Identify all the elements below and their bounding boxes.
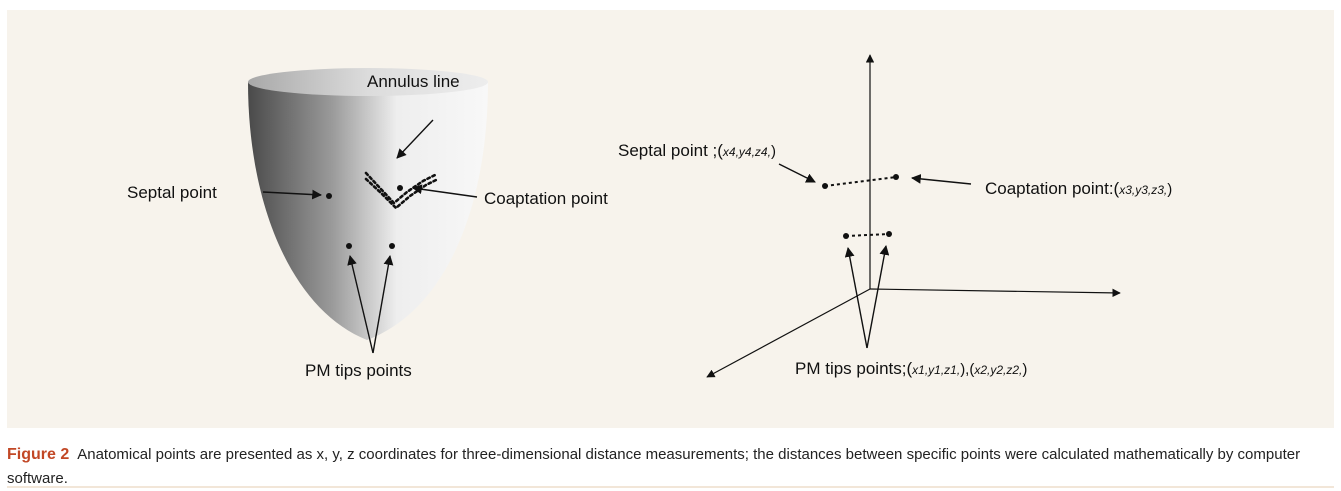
coaptation-point-3d bbox=[893, 174, 899, 180]
pm-tip-point-3d-2 bbox=[886, 231, 892, 237]
coaptation-label: Coaptation point bbox=[484, 189, 608, 208]
annulus-arrow bbox=[396, 119, 434, 159]
annulus-label: Annulus line bbox=[367, 72, 460, 91]
coaptation-arrow-3d bbox=[911, 174, 972, 185]
coaptation-label-3d: Coaptation point:(x3,y3,z3,) bbox=[985, 179, 1172, 198]
figure-illustration: Annulus line Septal point Coaptation poi… bbox=[127, 54, 1172, 380]
septal-arrow-3d bbox=[778, 163, 816, 183]
septal-coaptation-distance-line bbox=[824, 176, 897, 187]
pm-tips-label: PM tips points bbox=[305, 361, 412, 380]
ventricle-shape bbox=[248, 68, 488, 340]
figure-panel: Annulus line Septal point Coaptation poi… bbox=[7, 10, 1334, 428]
annulus-line bbox=[364, 171, 440, 210]
pm-tip-arrow-3d-1 bbox=[844, 247, 868, 349]
pm-tip-point-1 bbox=[346, 243, 352, 249]
septal-point bbox=[326, 193, 332, 199]
pm-tip-arrow-1 bbox=[347, 255, 374, 354]
pm-tips-distance-line bbox=[845, 233, 890, 237]
caption-label: Figure 2 bbox=[7, 446, 70, 463]
septal-label-3d: Septal point ;(x4,y4,z4,) bbox=[618, 141, 776, 160]
pm-tip-arrow-3d-2 bbox=[866, 245, 890, 349]
coaptation-arrow bbox=[412, 184, 478, 198]
pm-tip-point-2 bbox=[389, 243, 395, 249]
y-axis bbox=[706, 288, 871, 378]
pm-tips-label-3d: PM tips points;(x1,y1,z1,),(x2,y2,z2,) bbox=[795, 359, 1027, 378]
caption-divider bbox=[7, 486, 1334, 488]
septal-arrow bbox=[262, 189, 322, 200]
coaptation-point bbox=[397, 185, 403, 191]
caption-text: Anatomical points are presented as x, y,… bbox=[7, 446, 1301, 487]
coordinate-axes bbox=[706, 54, 1121, 378]
septal-label: Septal point bbox=[127, 183, 217, 202]
x-axis bbox=[869, 288, 1121, 298]
septal-point-3d bbox=[822, 183, 828, 189]
pm-tip-point-3d-1 bbox=[843, 233, 849, 239]
pm-tip-arrow-2 bbox=[372, 255, 394, 354]
